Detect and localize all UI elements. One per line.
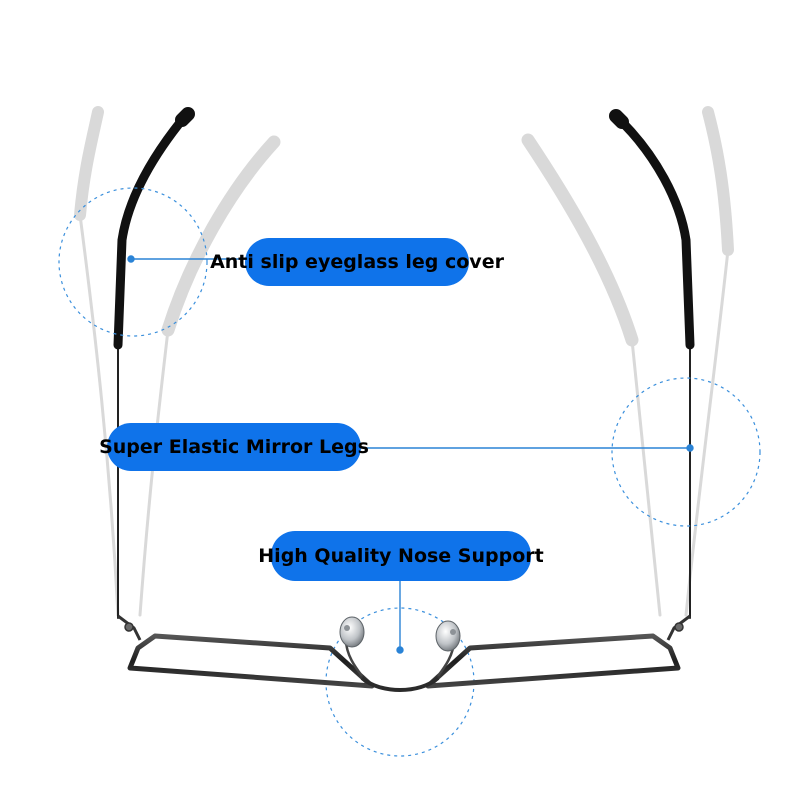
elastic-legs-callout-text: Super Elastic Mirror Legs (99, 436, 369, 458)
ghost-legs-left (74, 106, 281, 617)
leg-cover-callout-text: Anti slip eyeglass leg cover (210, 251, 504, 273)
callout-lines (127, 255, 694, 654)
temple-arm-right (609, 109, 695, 619)
nose-support-callout-text: High Quality Nose Support (258, 545, 544, 567)
nose-support-callout: High Quality Nose Support (258, 531, 544, 581)
elastic-legs-callout: Super Elastic Mirror Legs (99, 423, 369, 471)
front-frame (117, 614, 691, 692)
leg-cover-callout: Anti slip eyeglass leg cover (210, 238, 504, 286)
temple-arm-left (113, 107, 195, 619)
ghost-legs-right (521, 106, 734, 617)
nose-pads (339, 616, 461, 652)
highlight-circle-leg-cover (58, 187, 208, 337)
highlight-circle-elastic (611, 377, 761, 527)
